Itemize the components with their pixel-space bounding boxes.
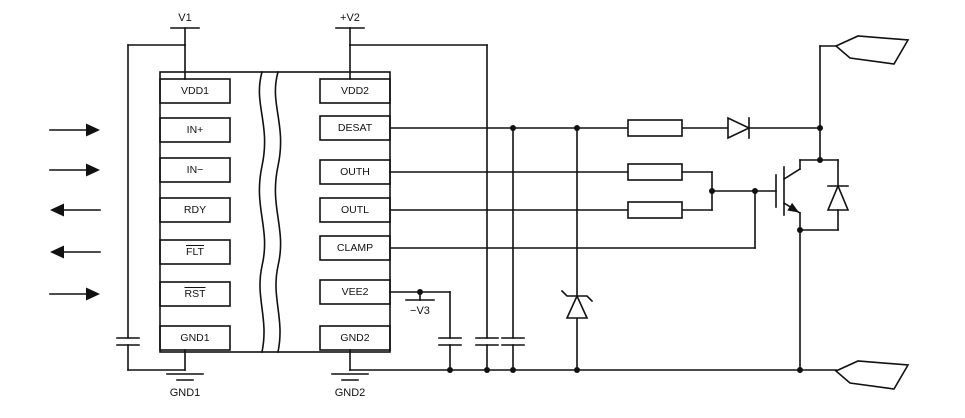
emitter-terminal-tag-icon [834, 360, 910, 390]
signal-direction-arrows [49, 123, 101, 301]
igbt-icon [775, 159, 802, 216]
pin-label-in-plus: IN+ [186, 124, 204, 136]
pin-label-vee2: VEE2 [341, 286, 369, 298]
pin-label-vdd2: VDD2 [340, 85, 369, 97]
desat-blocking-diode-icon [727, 116, 751, 140]
junction-dots [417, 125, 823, 373]
arrow-in-plus-icon [49, 123, 100, 137]
pin-label-clamp: CLAMP [336, 242, 374, 254]
pin-label-outl: OUTL [340, 204, 369, 216]
pin-label-in-minus: IN− [186, 164, 204, 176]
secondary-supply-wiring [349, 44, 488, 371]
gate-high-resistor-icon [627, 163, 683, 181]
gnd2-symbol-icon [331, 373, 369, 381]
vee2-bypass-capacitor-icon [438, 337, 462, 346]
pin-label-rst: RST [184, 288, 206, 300]
pin-label-rdy: RDY [183, 204, 207, 216]
arrow-flt-icon [50, 245, 101, 259]
freewheel-diode-icon [826, 159, 850, 231]
pin-label-gnd1: GND1 [180, 332, 210, 344]
desat-blanking-capacitor-icon [501, 337, 525, 346]
primary-supply-wiring [127, 44, 186, 371]
gate-low-resistor-icon [627, 201, 683, 219]
vdd1-bypass-capacitor-icon [116, 337, 140, 346]
v2-supply-symbol [335, 27, 365, 46]
arrow-rst-icon [49, 287, 100, 301]
gnd1-symbol-icon [166, 373, 204, 381]
v1-supply-label: V1 [178, 12, 192, 24]
secondary-ground-rail [349, 349, 837, 371]
v1-supply-symbol [170, 27, 200, 46]
arrow-in-minus-icon [49, 163, 100, 177]
vdd2-bypass-capacitor-icon [475, 337, 499, 346]
collector-terminal-tag-icon [834, 35, 910, 65]
tvs-zener-diode-icon [560, 289, 594, 319]
gnd2-label: GND2 [334, 387, 366, 399]
pin-label-desat: DESAT [337, 122, 373, 134]
pin-label-outh: OUTH [340, 166, 370, 178]
pin-label-vdd1: VDD1 [180, 85, 209, 97]
v2-supply-label: +V2 [340, 12, 360, 24]
pin-label-gnd2: GND2 [340, 332, 370, 344]
v3-supply-label: −V3 [410, 305, 430, 317]
arrow-rdy-icon [50, 203, 101, 217]
desat-network [389, 127, 821, 371]
desat-series-resistor-icon [627, 119, 683, 137]
gate-drive-network [389, 171, 777, 249]
isolation-barrier-icon [258, 71, 282, 353]
gnd1-label: GND1 [169, 387, 201, 399]
pin-label-flt: FLT [186, 246, 204, 258]
power-stage-wiring [799, 45, 839, 371]
